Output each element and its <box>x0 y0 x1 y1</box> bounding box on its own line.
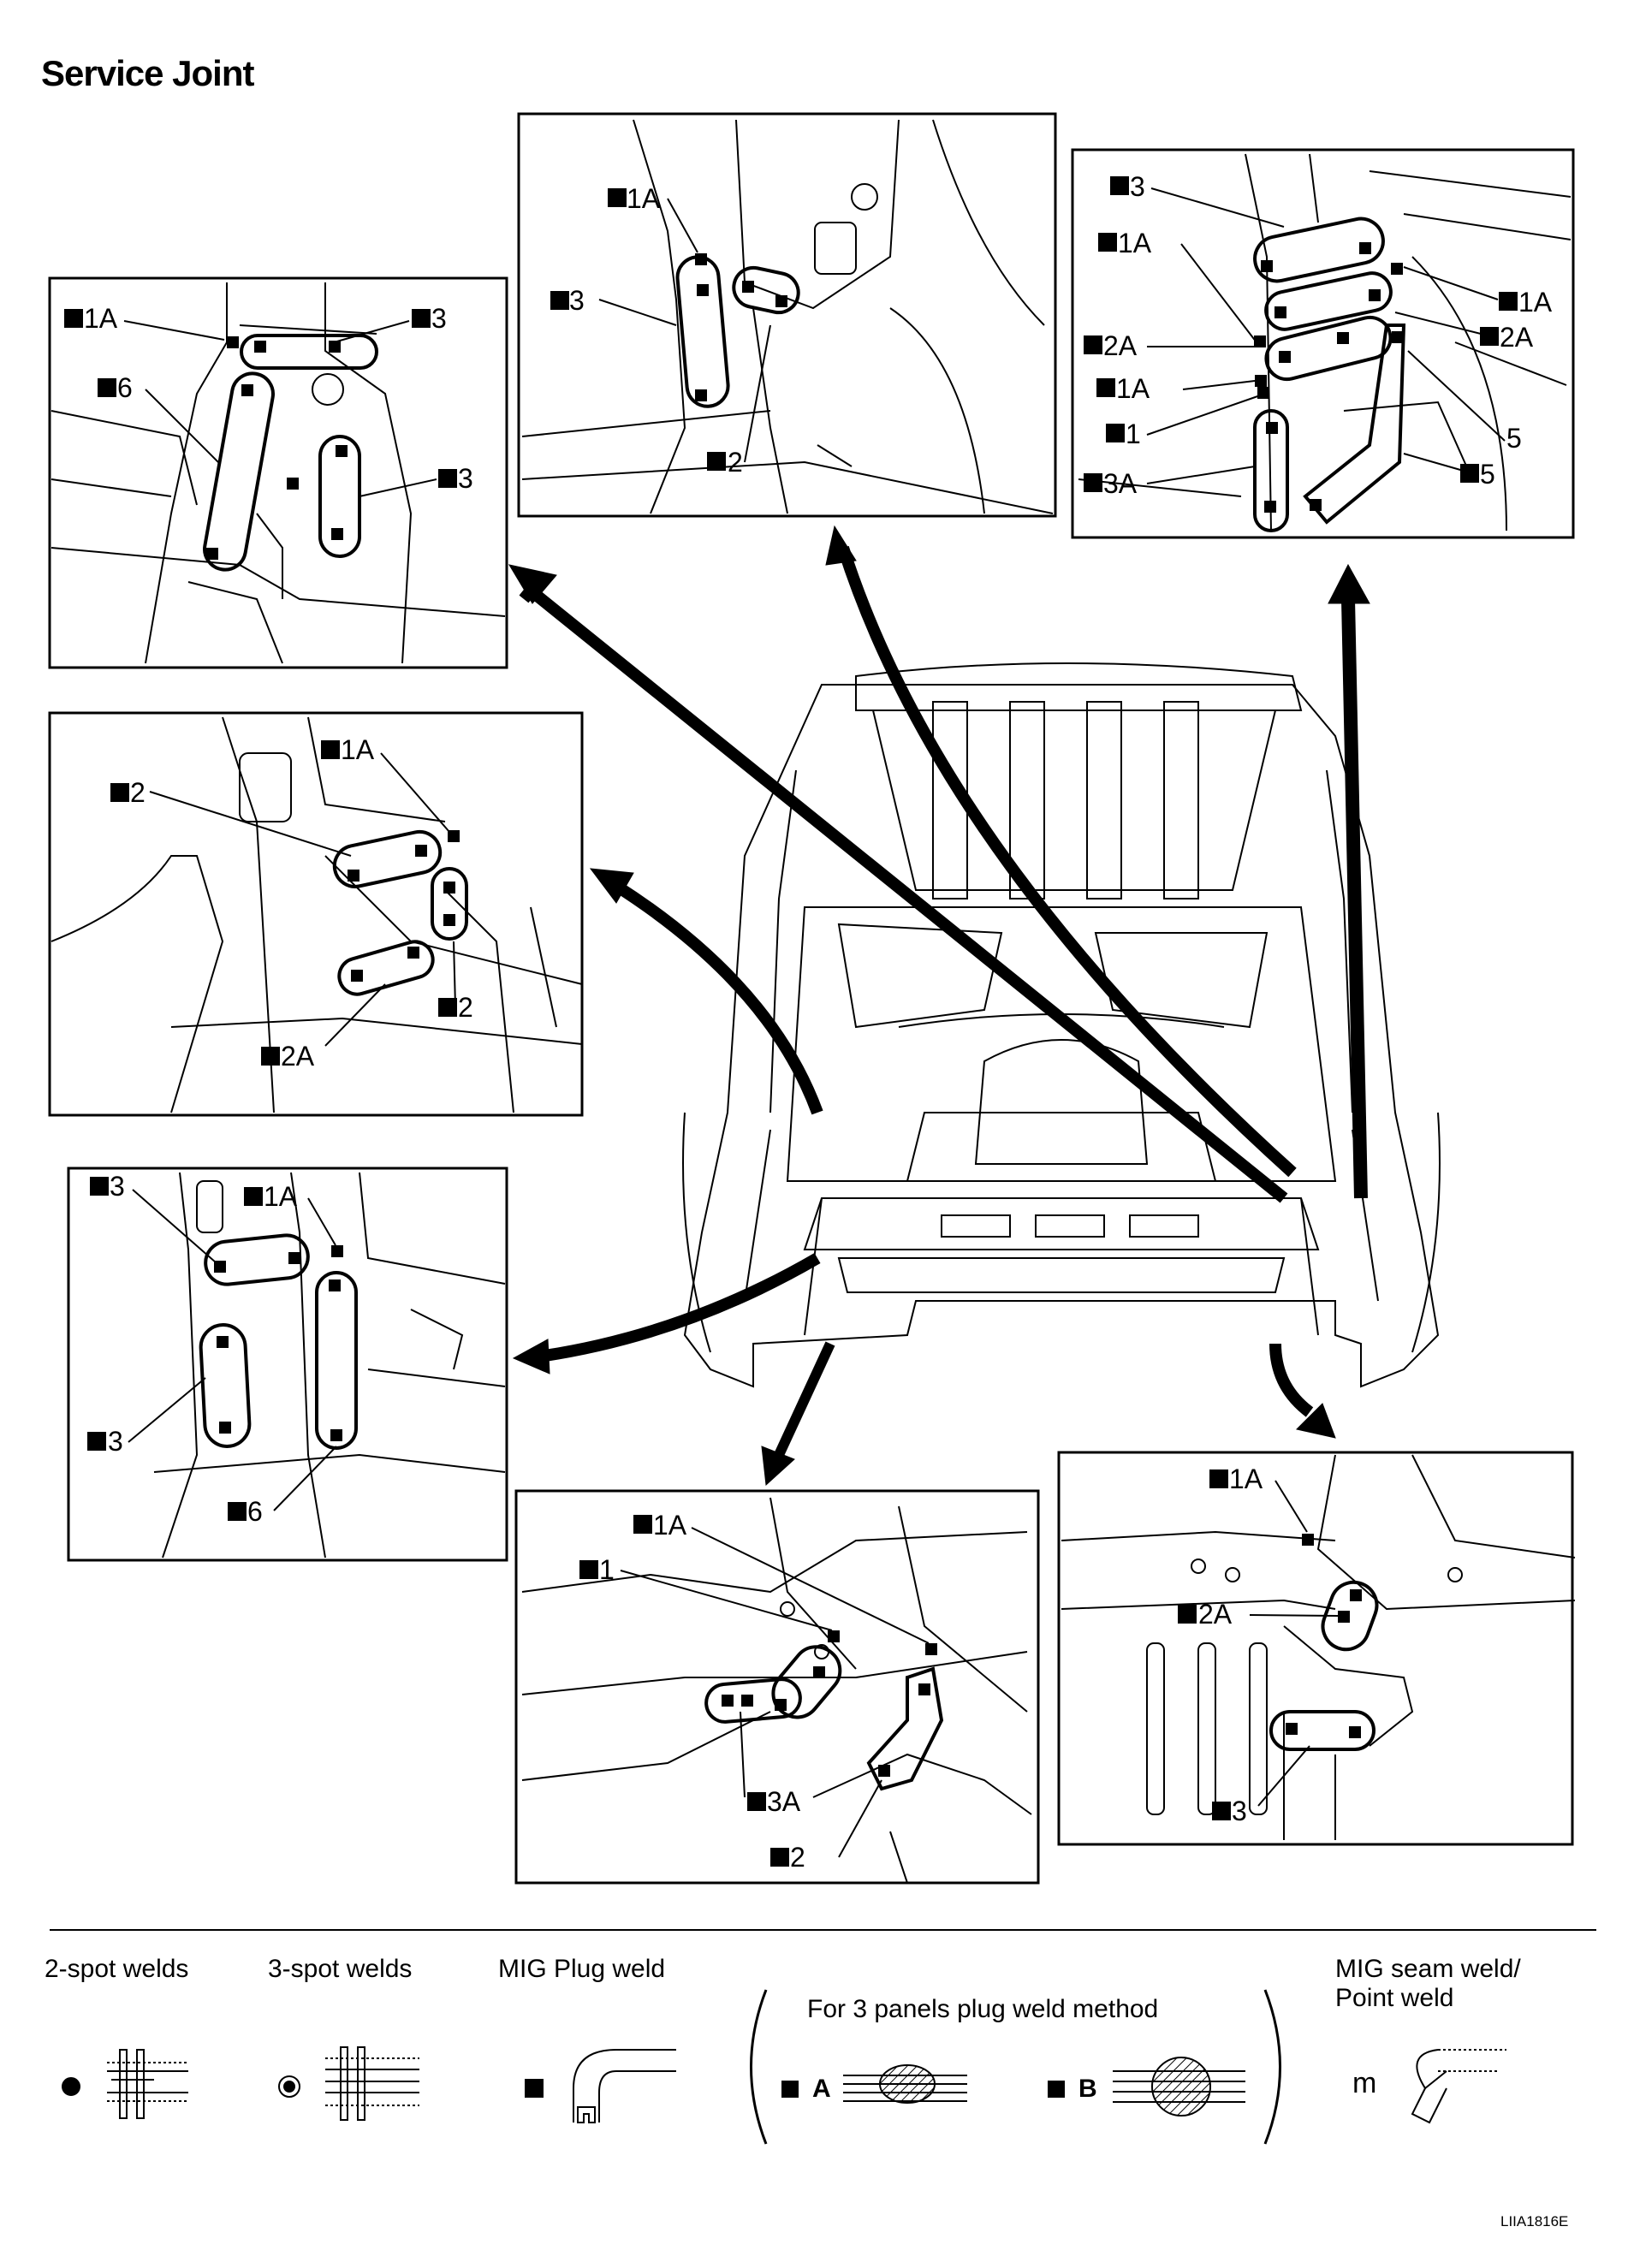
label-lower-left-1a: 1A <box>264 1181 298 1212</box>
legend-three-panels-label: For 3 panels plug weld method <box>807 1995 1158 2023</box>
label-bottom-right-1a: 1A <box>1229 1464 1263 1494</box>
label-top-right-1a-upper: 1A <box>1118 228 1152 258</box>
label-top-center-2: 2 <box>728 447 743 478</box>
panel-bottom-center-linework <box>521 1497 1032 1884</box>
legend-method-b-symbol <box>1048 2057 1245 2117</box>
panel-bottom-right-linework <box>1061 1454 1576 1840</box>
label-mid-left-2a: 2 <box>130 777 146 808</box>
callout-arrows <box>508 525 1370 1487</box>
label-top-left-3b: 3 <box>458 463 473 494</box>
panel-lower-left-linework <box>153 1172 506 1559</box>
label-top-right-3: 3 <box>1130 171 1145 202</box>
label-lower-left-3a: 3 <box>110 1171 125 1202</box>
legend-mig-seam-label-1: MIG seam weld/ <box>1335 1955 1521 1983</box>
legend-method-b-label: B <box>1078 2075 1097 2103</box>
label-top-left-3a: 3 <box>431 303 447 334</box>
label-top-right-2a-left: 2A <box>1103 330 1138 361</box>
panel-top-right-linework <box>1078 153 1572 531</box>
panel-top-right: 3 1A 1A 2A 2A 1A 1 5 3A 5 <box>1071 148 1575 539</box>
label-top-right-1a-right: 1A <box>1518 287 1553 318</box>
label-bottom-center-2: 2 <box>790 1842 805 1873</box>
label-top-left-1a: 1A <box>84 303 118 334</box>
label-top-left-6: 6 <box>117 372 133 403</box>
legend-mig-seam-symbol <box>1411 2049 1506 2124</box>
label-mid-left-1a: 1A <box>341 734 375 765</box>
label-bottom-center-1a: 1A <box>653 1510 687 1541</box>
label-top-right-1a-mid: 1A <box>1116 373 1150 404</box>
legend-mig-plug-label: MIG Plug weld <box>498 1955 665 1983</box>
panel-top-left: 1A 3 6 3 <box>48 276 508 669</box>
legend-three-spot-symbol <box>278 2046 419 2121</box>
panel-top-center-linework <box>521 119 1054 514</box>
label-bottom-center-3a: 3A <box>767 1786 801 1817</box>
label-lower-left-3b: 3 <box>108 1426 123 1457</box>
legend-method-a-label: A <box>812 2075 831 2103</box>
panel-bottom-center: 1A 1 3A 2 <box>514 1489 1040 1885</box>
label-top-right-1: 1 <box>1126 419 1141 449</box>
legend-method-a-symbol <box>781 2064 967 2104</box>
label-top-center-1a: 1A <box>627 183 661 214</box>
panel-mid-left-linework <box>51 716 583 1113</box>
legend-three-panels-group <box>750 1989 1281 2145</box>
legend-two-spot-symbol <box>62 2049 188 2119</box>
label-top-right-5-lower: 5 <box>1480 459 1495 490</box>
label-lower-left-6: 6 <box>247 1496 263 1527</box>
panel-bottom-right: 1A 2A 3 <box>1057 1451 1576 1846</box>
label-mid-left-2b: 2 <box>458 992 473 1023</box>
legend-seam-symbol-glyph: m <box>1352 2067 1376 2099</box>
label-bottom-right-2a: 2A <box>1198 1599 1233 1630</box>
legend-mig-plug-symbol <box>525 2049 676 2123</box>
label-bottom-center-1: 1 <box>599 1554 615 1585</box>
label-top-right-5-upper: 5 <box>1506 423 1522 454</box>
panel-top-left-linework <box>51 282 506 664</box>
legend-three-spot-label: 3-spot welds <box>268 1955 412 1983</box>
label-top-right-3a: 3A <box>1103 468 1138 499</box>
panel-lower-left: 3 1A 3 6 <box>67 1167 508 1562</box>
label-bottom-right-3: 3 <box>1232 1796 1247 1826</box>
document-code: LIIA1816E <box>1500 2213 1569 2229</box>
label-mid-left-2a-lower: 2A <box>281 1041 315 1072</box>
label-top-center-3: 3 <box>569 285 585 316</box>
page-title: Service Joint <box>41 53 254 93</box>
panel-mid-left: 1A 2 2 2A <box>48 711 584 1117</box>
panel-top-center: 1A 3 2 <box>517 112 1057 518</box>
label-top-right-2a-right: 2A <box>1500 322 1534 353</box>
legend-two-spot-label: 2-spot welds <box>45 1955 188 1983</box>
legend-mig-seam-label-2: Point weld <box>1335 1984 1453 2012</box>
